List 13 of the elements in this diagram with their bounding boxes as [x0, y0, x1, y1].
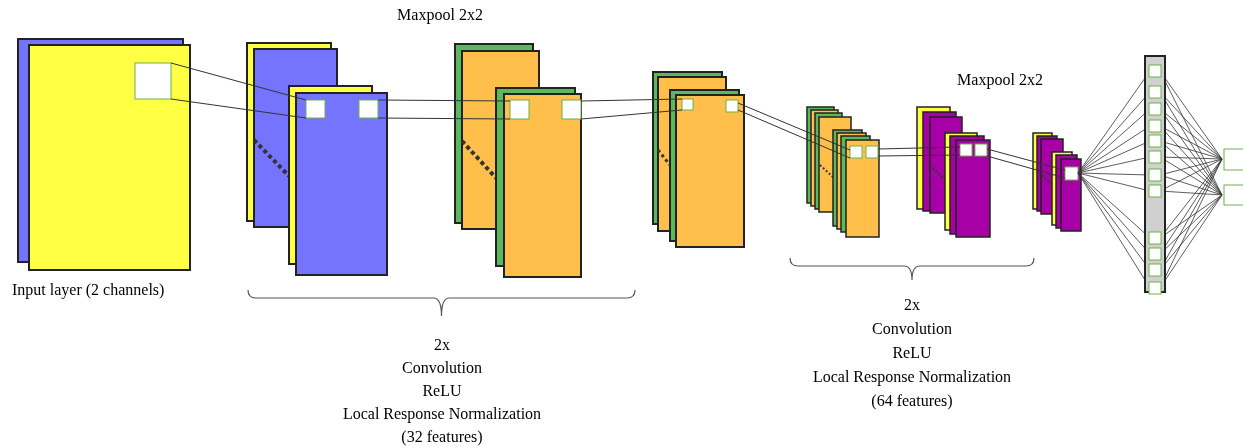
block-label: Local Response Normalization [812, 368, 1012, 386]
block-label: ReLU [422, 382, 462, 400]
pooling-label: Maxpool 2x2 [397, 6, 483, 24]
block-label: 2x [434, 336, 450, 354]
block-label: (32 features) [401, 428, 483, 446]
block-label: ReLU [892, 344, 932, 362]
block-label: Local Response Normalization [342, 405, 542, 423]
pooling-label: Maxpool 2x2 [957, 71, 1043, 89]
block-label: Convolution [872, 320, 952, 338]
block-label: 2x [904, 296, 920, 314]
layer-label: Input layer (2 channels) [12, 281, 165, 299]
block-label: (64 features) [871, 392, 953, 410]
block-label: Convolution [402, 359, 482, 377]
